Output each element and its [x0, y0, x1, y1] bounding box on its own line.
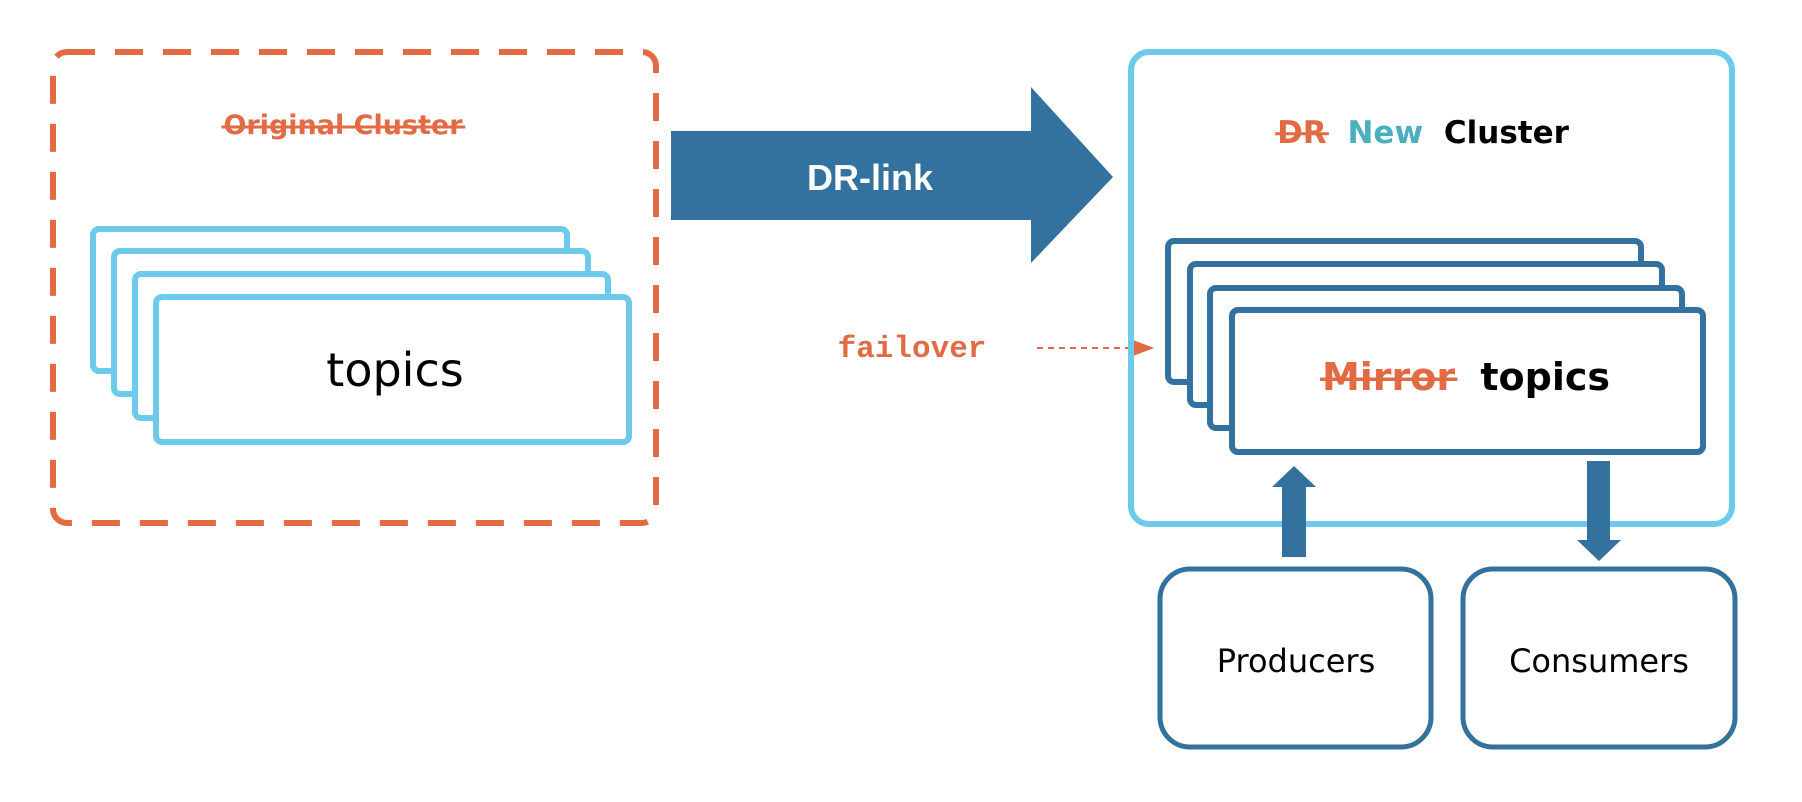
produce-arrow-head-icon — [1272, 466, 1316, 487]
failover-link: failover — [838, 332, 1154, 367]
consumers-label: Consumers — [1509, 642, 1689, 680]
new-cluster-title: DR New Cluster — [1277, 115, 1570, 151]
dr-link-label: DR-link — [807, 157, 934, 198]
consumers-box-border — [1460, 566, 1738, 750]
new-cluster: DR New Cluster Mirror topics — [1128, 49, 1735, 527]
new-cluster-title-cluster: Cluster — [1444, 115, 1570, 151]
consume-arrow — [1577, 461, 1621, 561]
new-cluster-border — [1128, 49, 1735, 527]
mirror-topics-label-mirror: Mirror — [1322, 355, 1455, 399]
producers-label: Producers — [1217, 642, 1375, 680]
original-topics-label: topics — [326, 343, 463, 397]
produce-arrow-shaft — [1282, 484, 1306, 557]
topic-card-front — [153, 294, 632, 445]
mirror-topic-stack: Mirror topics — [1165, 238, 1706, 455]
new-cluster-title-new: New — [1347, 115, 1423, 151]
consume-arrow-shaft — [1587, 461, 1610, 543]
mirror-topics-label-topics: topics — [1480, 355, 1610, 399]
original-cluster-title: Original Cluster — [223, 110, 463, 141]
mirror-topic-card-front — [1229, 307, 1706, 455]
produce-arrow — [1272, 466, 1316, 557]
failover-arrowhead-icon — [1133, 340, 1154, 356]
consume-arrow-head-icon — [1577, 540, 1621, 561]
original-topic-stack: topics — [90, 226, 632, 445]
producers-box[interactable]: Producers — [1157, 566, 1434, 750]
producers-box-border — [1157, 566, 1434, 750]
dr-link-arrow-shape — [671, 87, 1113, 263]
original-cluster: Original Cluster topics — [50, 49, 659, 526]
dr-link-arrow: DR-link — [671, 87, 1113, 263]
failover-label: failover — [838, 332, 987, 367]
original-cluster-border — [50, 49, 659, 526]
consumers-box[interactable]: Consumers — [1460, 566, 1738, 750]
mirror-topics-label: Mirror topics — [1322, 355, 1610, 399]
